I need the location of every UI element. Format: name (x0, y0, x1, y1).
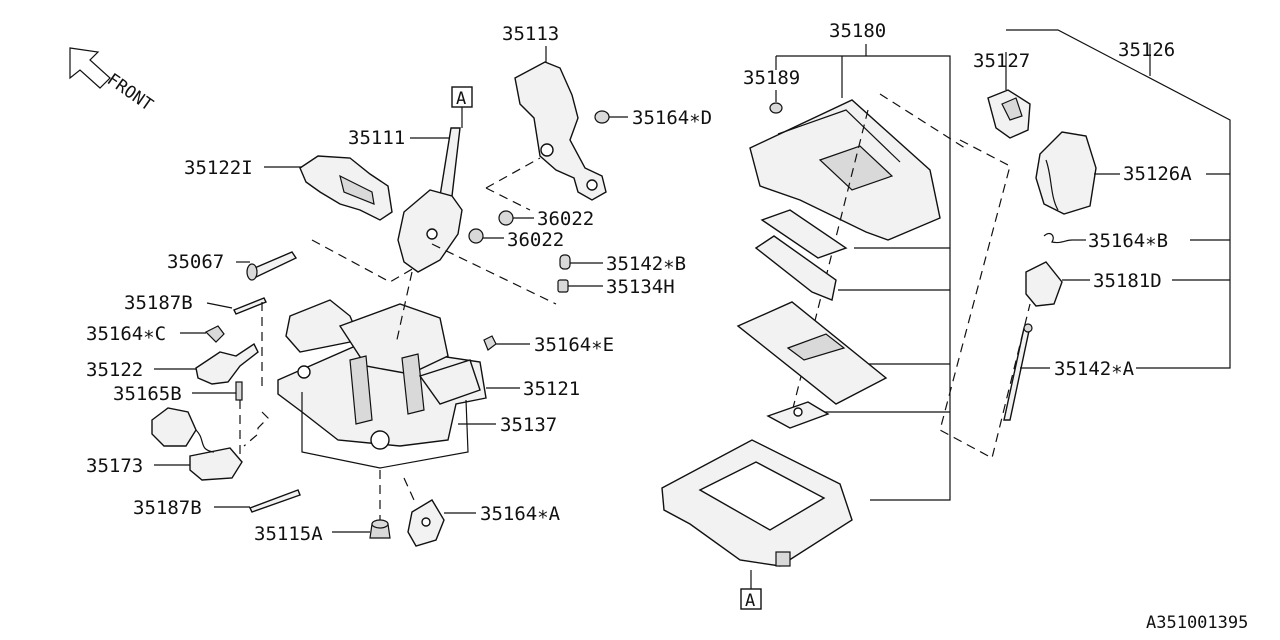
label-35164c: 35164∗C (86, 323, 166, 345)
label-35181d: 35181D (1093, 270, 1162, 292)
label-35173: 35173 (86, 455, 143, 477)
label-35164a: 35164∗A (480, 503, 561, 525)
label-35127: 35127 (973, 50, 1030, 72)
console-panel (736, 301, 888, 405)
part-36022-bushing-upper (498, 210, 514, 226)
part-35181d-clip (1025, 261, 1063, 307)
front-label: FRONT (103, 70, 156, 116)
label-35187b-lower: 35187B (133, 497, 202, 519)
label-35067: 35067 (167, 251, 224, 273)
label-35115a: 35115A (254, 523, 323, 545)
label-35111: 35111 (348, 127, 405, 149)
diagram-id: A351001395 (1146, 613, 1248, 633)
console-trim-bracket (754, 235, 837, 301)
label-35142b: 35142∗B (606, 253, 686, 275)
ref-a-label-top: A (456, 89, 466, 109)
label-35126a: 35126A (1123, 163, 1192, 185)
label-35165b: 35165B (113, 383, 182, 405)
part-35122i-sensor (299, 155, 393, 221)
part-35142a-rod (1003, 323, 1033, 421)
console-base-frame (661, 439, 853, 567)
label-35180: 35180 (829, 20, 886, 42)
part-35111-lever-rod (397, 127, 463, 273)
part-35164b-clip (1043, 232, 1073, 244)
part-35126a-knob (1035, 131, 1097, 215)
front-arrow-icon (69, 47, 111, 89)
part-35122-sensor (195, 342, 259, 385)
console-cover (749, 99, 941, 241)
part-35127-boot (987, 89, 1031, 139)
part-35189-clip (769, 102, 783, 114)
label-35187b-upper: 35187B (124, 292, 193, 314)
part-35121-shift-base (277, 299, 487, 450)
console-small-plate (766, 401, 830, 429)
label-36022-upper: 36022 (537, 208, 594, 230)
label-35164b: 35164∗B (1088, 230, 1168, 252)
part-36022-bushing-lower (468, 228, 484, 244)
part-35115a-grommet (369, 519, 391, 539)
part-35134h-fitting (557, 279, 569, 293)
part-35067-pin (246, 251, 298, 281)
label-35164d: 35164∗D (632, 107, 712, 129)
label-35122: 35122 (86, 359, 143, 381)
label-35122i: 35122I (184, 157, 253, 179)
part-35142b-plug (559, 254, 571, 270)
part-35164e-clip (483, 335, 497, 351)
console-trim-strip (760, 209, 848, 259)
part-35164c-clip (204, 325, 225, 343)
label-35134h: 35134H (606, 276, 675, 298)
label-36022-lower: 36022 (507, 229, 564, 251)
part-35187b-lower-pin (249, 489, 301, 513)
label-35142a: 35142∗A (1054, 358, 1135, 380)
label-35126: 35126 (1118, 39, 1175, 61)
label-35137: 35137 (500, 414, 557, 436)
part-35164d-clip (594, 110, 610, 124)
part-35165b-pin (235, 381, 243, 401)
label-35113: 35113 (502, 23, 559, 45)
part-35113-bracket (514, 61, 607, 201)
label-35121: 35121 (523, 378, 580, 400)
part-35173-solenoid (151, 407, 243, 481)
part-35164a-plate (407, 499, 445, 547)
label-35164e: 35164∗E (534, 334, 614, 356)
ref-a-label-bottom: A (745, 591, 755, 611)
label-35189: 35189 (743, 67, 800, 89)
part-35187b-upper-pin (233, 297, 267, 315)
